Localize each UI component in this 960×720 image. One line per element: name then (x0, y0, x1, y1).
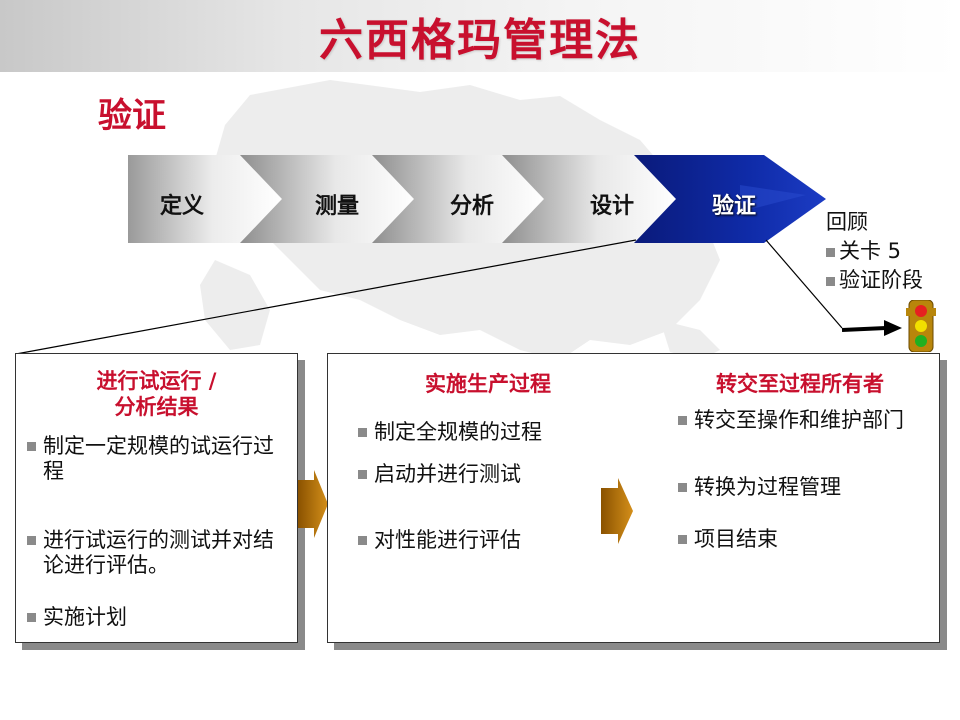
list-item: 对性能进行评估 (358, 528, 608, 553)
stage-label-analyze[interactable]: 分析 (450, 194, 495, 219)
list-item: 启动并进行测试 (358, 462, 608, 487)
pilot-run-title: 进行试运行 / 分析结果 (96, 369, 217, 419)
stage-label-measure[interactable]: 测量 (315, 194, 360, 219)
square-bullet-icon (678, 416, 687, 425)
section-subtitle: 验证 (98, 96, 166, 136)
page-title: 六西格玛管理法 (319, 15, 641, 66)
review-item: 验证阶段 (826, 266, 923, 295)
stage-label-define[interactable]: 定义 (160, 194, 205, 219)
production-box: 实施生产过程 制定全规模的过程 启动并进行测试 对性能进行评估 转交至过程所有者… (327, 353, 940, 643)
stage-chevron-1 (128, 155, 282, 243)
list-item: 项目结束 (678, 527, 918, 552)
header-band (0, 0, 960, 72)
stage-label-verify[interactable]: 验证 (712, 194, 757, 219)
stage-chevron-2 (240, 155, 414, 243)
list-item: 转交至操作和维护部门 (678, 408, 918, 433)
square-bullet-icon (358, 428, 367, 437)
list-item: 制定全规模的过程 (358, 420, 608, 445)
square-bullet-icon (27, 442, 36, 451)
square-bullet-icon (358, 470, 367, 479)
square-bullet-icon (826, 276, 835, 286)
handover-title: 转交至过程所有者 (716, 372, 884, 396)
square-bullet-icon (27, 536, 36, 545)
list-item: 转换为过程管理 (678, 475, 918, 500)
list-item: 制定一定规模的试运行过程 (27, 434, 289, 484)
review-panel: 回顾 关卡 5 验证阶段 (826, 208, 923, 295)
review-item: 关卡 5 (826, 237, 923, 266)
traffic-light-icon (906, 300, 936, 352)
square-bullet-icon (358, 536, 367, 545)
review-title: 回顾 (826, 210, 868, 234)
pilot-run-box: 进行试运行 / 分析结果 制定一定规模的试运行过程 进行试运行的测试并对结论进行… (15, 353, 298, 643)
stage-chevron-3 (372, 155, 544, 243)
list-item: 实施计划 (27, 605, 289, 630)
square-bullet-icon (678, 483, 687, 492)
stage-chevron-5 (634, 155, 826, 243)
flow-arrow-icon (298, 470, 328, 538)
list-item: 进行试运行的测试并对结论进行评估。 (27, 528, 289, 578)
square-bullet-icon (27, 613, 36, 622)
square-bullet-icon (678, 535, 687, 544)
flow-arrow-icon (601, 478, 633, 544)
stage-chevron-4 (502, 155, 676, 243)
stage-label-design[interactable]: 设计 (590, 194, 635, 219)
pointer-arrow-icon (884, 320, 902, 336)
square-bullet-icon (826, 247, 835, 257)
production-title: 实施生产过程 (425, 372, 551, 396)
